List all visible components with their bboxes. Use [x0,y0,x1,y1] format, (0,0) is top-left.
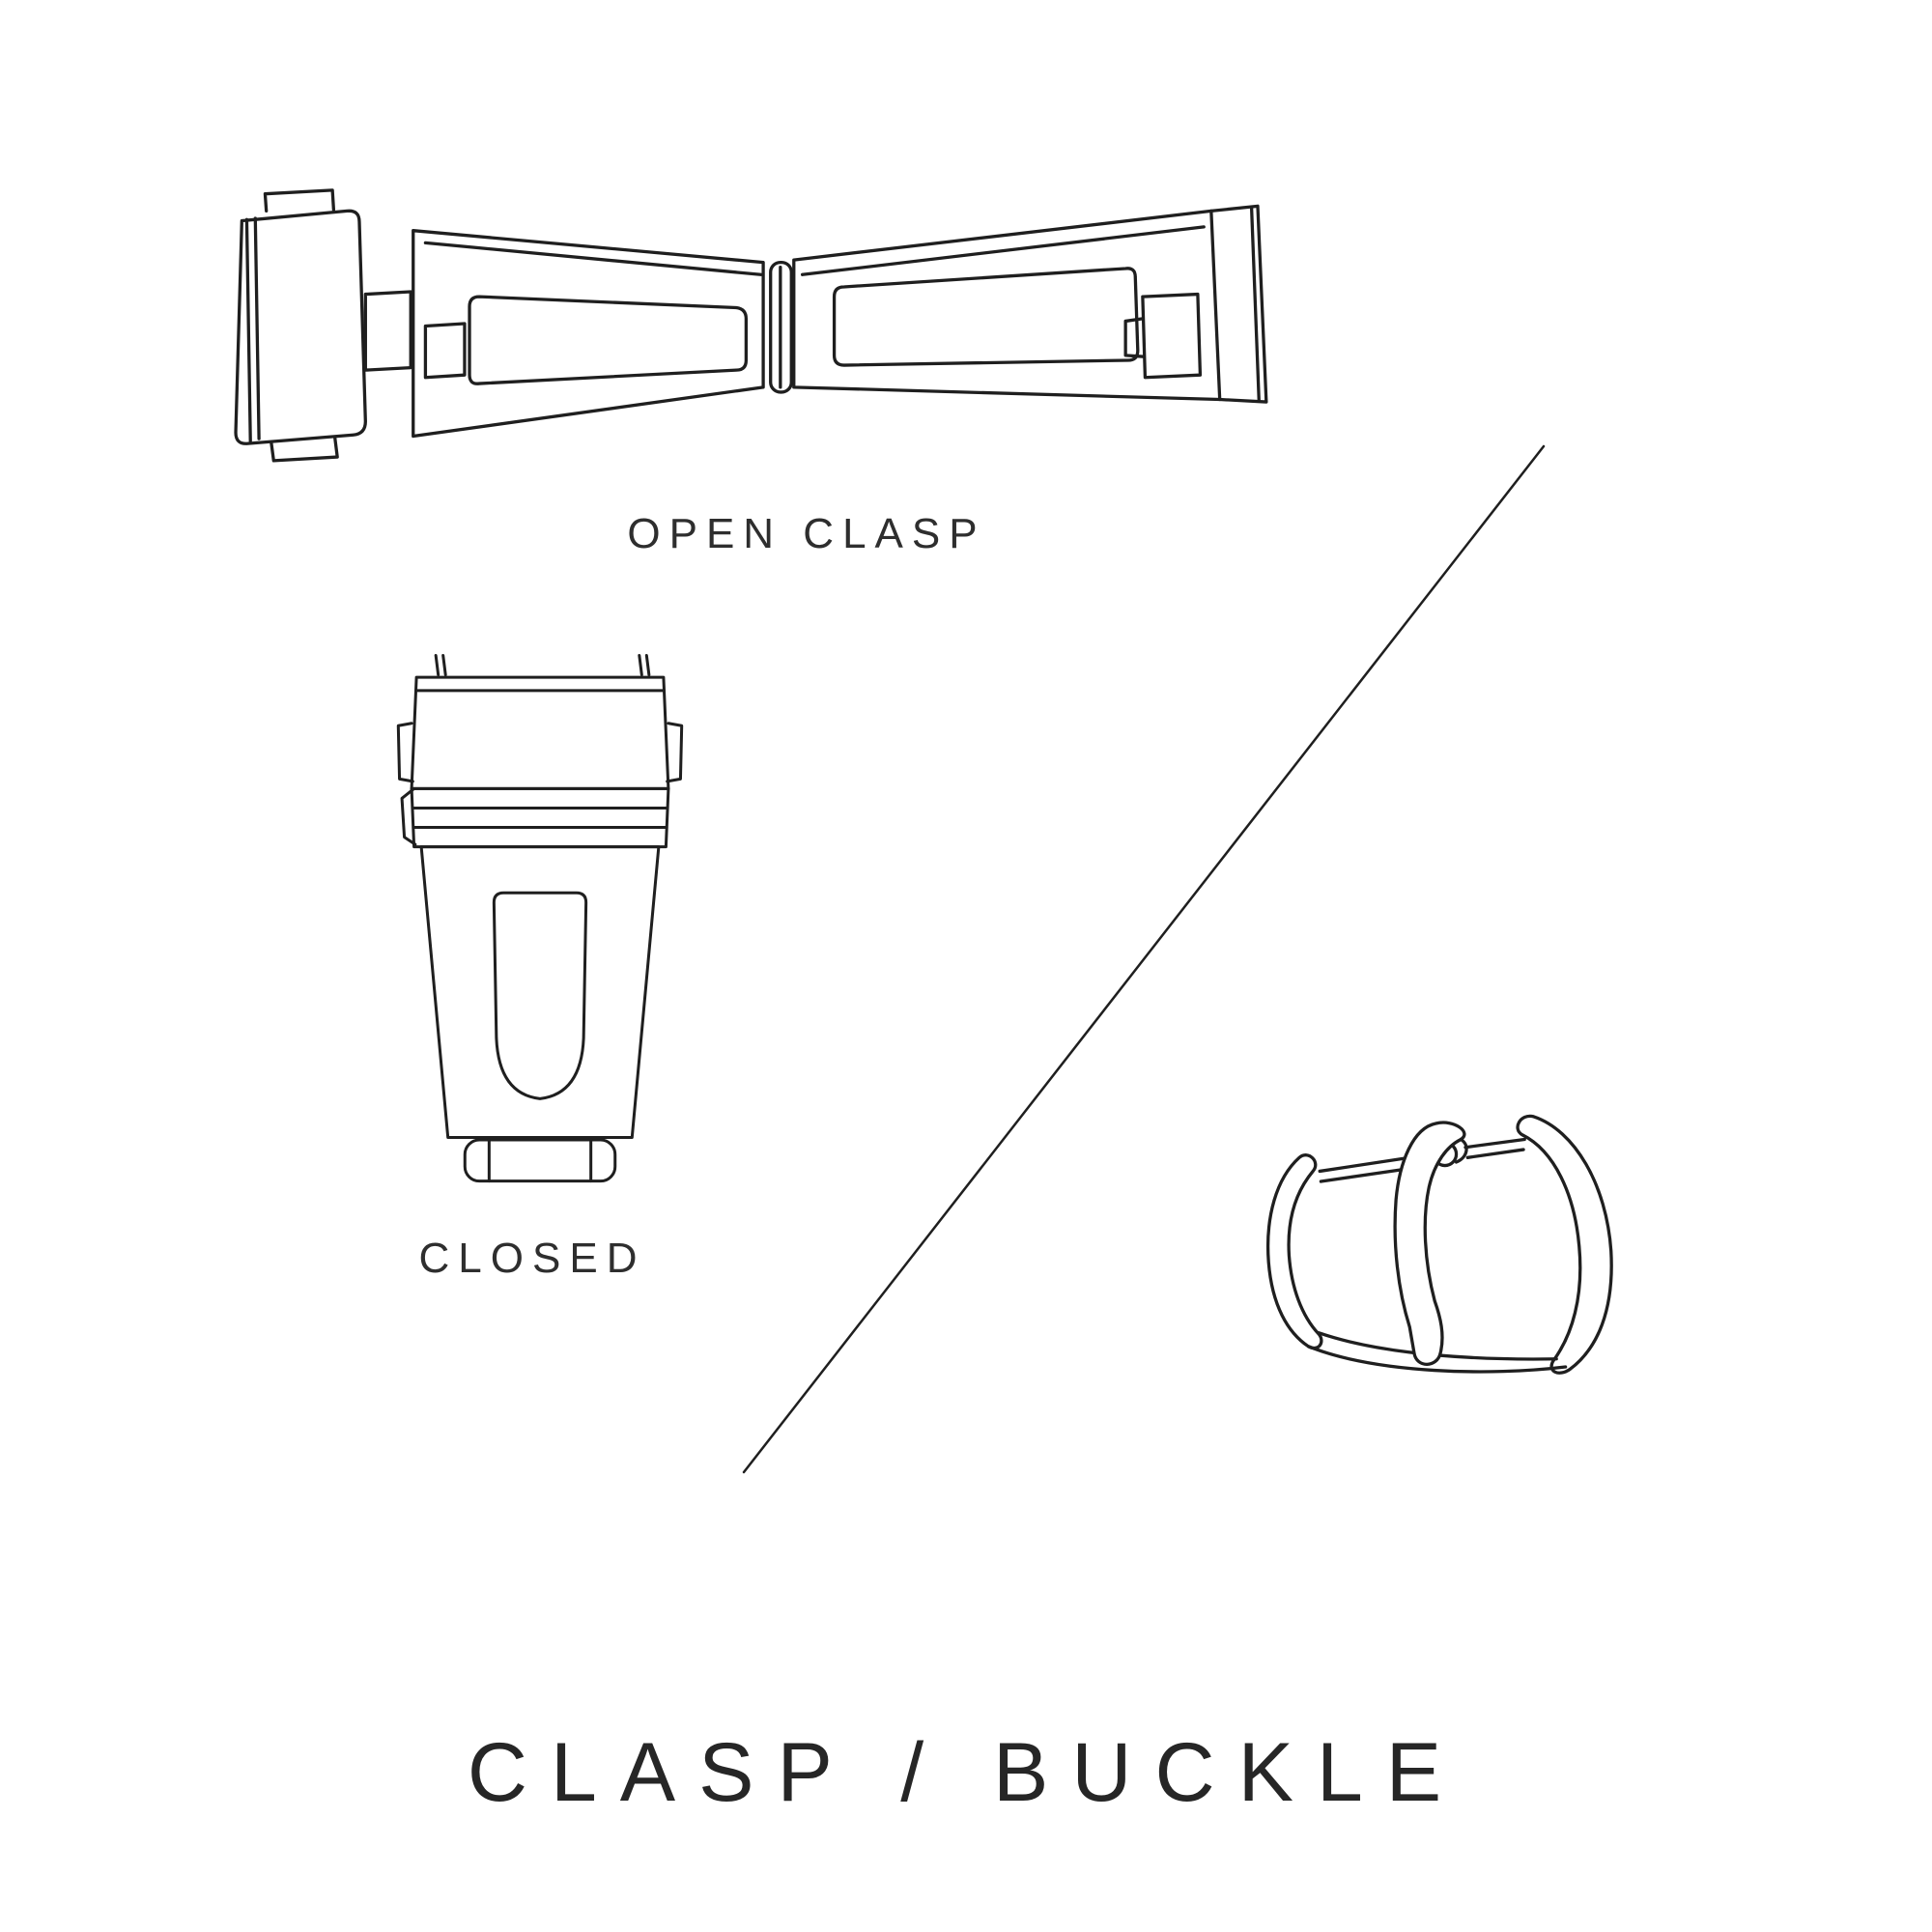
open-clasp-illustration [217,182,1294,499]
open-clasp-caption: OPEN CLASP [627,510,986,557]
open-clasp-line-drawing [234,188,1268,463]
closed-clasp-illustration [383,653,697,1210]
closed-clasp-caption: CLOSED [418,1235,646,1282]
page-title: CLASP / BUCKLE [467,1726,1465,1819]
tang-buckle-line-drawing [1265,1114,1613,1375]
closed-clasp-line-drawing [396,654,684,1183]
buckle-illustration [1229,1092,1638,1410]
